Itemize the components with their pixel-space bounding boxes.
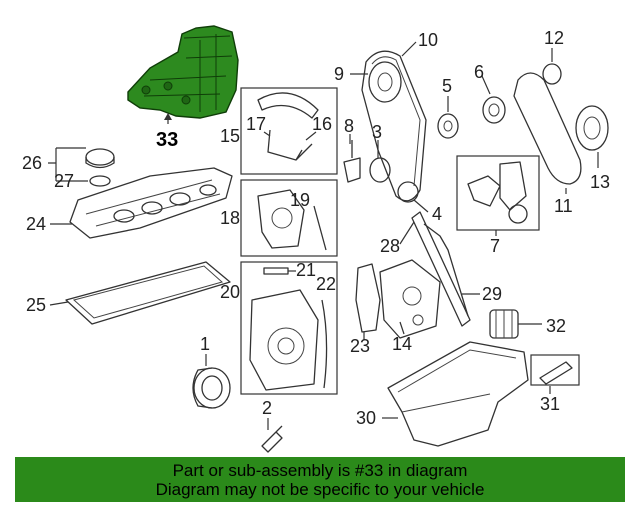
callout-11[interactable]: 11: [554, 196, 573, 216]
callout-13[interactable]: 13: [590, 172, 610, 192]
part-6-pulley[interactable]: [482, 96, 506, 124]
callout-25[interactable]: 25: [26, 295, 46, 315]
callout-2[interactable]: 2: [262, 398, 272, 418]
leader-25: [49, 301, 69, 306]
part-28-dipstick-tube[interactable]: [411, 211, 471, 327]
callout-32[interactable]: 32: [546, 316, 566, 336]
part-1-crank-pulley[interactable]: [192, 367, 231, 409]
part-9-sprocket[interactable]: [368, 61, 402, 103]
parts-diagram: 33 26 27 24 25 15 17 16 18 19 20 21 2: [22, 25, 610, 453]
part-19-gasket[interactable]: [313, 205, 327, 251]
part-14-oil-pump-case[interactable]: [379, 259, 441, 339]
banner-line-2: Diagram may not be specific to your vehi…: [155, 480, 485, 499]
callout-31[interactable]: 31: [540, 394, 560, 414]
callout-4[interactable]: 4: [432, 204, 442, 224]
part-24-valve-cover[interactable]: [69, 167, 233, 239]
arrow-33: [164, 113, 172, 120]
leader-6: [481, 75, 491, 95]
part-22-gasket[interactable]: [321, 299, 328, 389]
callout-8[interactable]: 8: [344, 116, 354, 136]
callout-28[interactable]: 28: [380, 236, 400, 256]
callout-23[interactable]: 23: [350, 336, 370, 356]
callout-16[interactable]: 16: [312, 114, 332, 134]
callout-5[interactable]: 5: [442, 76, 452, 96]
box-20: [240, 261, 338, 395]
box-7: [456, 155, 540, 231]
part-33-intake-manifold[interactable]: [127, 25, 239, 119]
part-4-idler[interactable]: [397, 181, 419, 203]
part-11-belt[interactable]: [513, 72, 582, 185]
part-27-gasket[interactable]: [89, 175, 111, 187]
callout-27[interactable]: 27: [54, 171, 74, 191]
leader-4: [413, 199, 429, 213]
callout-21[interactable]: 21: [296, 260, 316, 280]
callout-10[interactable]: 10: [418, 30, 438, 50]
callout-33[interactable]: 33: [156, 129, 178, 151]
box-18: [240, 179, 338, 257]
callout-24[interactable]: 24: [26, 214, 46, 234]
part-13-sprocket[interactable]: [575, 105, 609, 151]
part-30-oil-pan[interactable]: [387, 341, 529, 447]
callout-12[interactable]: 12: [544, 28, 564, 48]
part-10-timing-belt[interactable]: [361, 50, 427, 202]
box-15: [240, 87, 338, 175]
part-21-seal[interactable]: [263, 267, 289, 275]
callout-30[interactable]: 30: [356, 408, 376, 428]
callout-9[interactable]: 9: [334, 64, 344, 84]
leader-16-17: [263, 131, 317, 141]
leader-14: [399, 321, 405, 335]
part-2-bolt[interactable]: [261, 425, 283, 453]
part-18-cover-middle[interactable]: [257, 189, 305, 249]
leader-26-27: [48, 147, 88, 182]
part-32-oil-filter[interactable]: [489, 309, 519, 339]
callout-3[interactable]: 3: [372, 122, 382, 142]
part-26-oil-cap[interactable]: [85, 148, 115, 169]
leader-10: [401, 41, 417, 57]
part-17-seal[interactable]: [267, 129, 313, 161]
part-12-sprocket[interactable]: [542, 63, 562, 85]
part-25-gasket[interactable]: [65, 261, 231, 325]
callout-1[interactable]: 1: [200, 334, 210, 354]
part-20-cover-lower[interactable]: [249, 289, 319, 391]
leader-28: [399, 221, 415, 245]
box-31: [530, 354, 580, 386]
part-3-pulley[interactable]: [369, 157, 391, 183]
info-banner: Part or sub-assembly is #33 in diagram D…: [15, 457, 625, 502]
callout-15[interactable]: 15: [220, 126, 240, 146]
part-23-gasket[interactable]: [355, 263, 381, 333]
callout-26[interactable]: 26: [22, 153, 42, 173]
callout-18[interactable]: 18: [220, 208, 240, 228]
callout-14[interactable]: 14: [392, 334, 412, 354]
callout-22[interactable]: 22: [316, 274, 336, 294]
part-29-dipstick[interactable]: [423, 223, 469, 317]
banner-line-1: Part or sub-assembly is #33 in diagram: [172, 461, 468, 480]
callout-19[interactable]: 19: [290, 190, 310, 210]
part-5-pulley[interactable]: [437, 113, 459, 139]
callout-6[interactable]: 6: [474, 62, 484, 82]
callout-17[interactable]: 17: [246, 114, 266, 134]
callout-20[interactable]: 20: [220, 282, 240, 302]
part-16-cover-upper[interactable]: [257, 92, 319, 119]
part-8-sensor[interactable]: [343, 140, 361, 183]
part-31-bracket[interactable]: [539, 361, 573, 385]
callout-7[interactable]: 7: [490, 236, 500, 256]
part-7-tensioner[interactable]: [467, 161, 527, 211]
callout-29[interactable]: 29: [482, 284, 502, 304]
